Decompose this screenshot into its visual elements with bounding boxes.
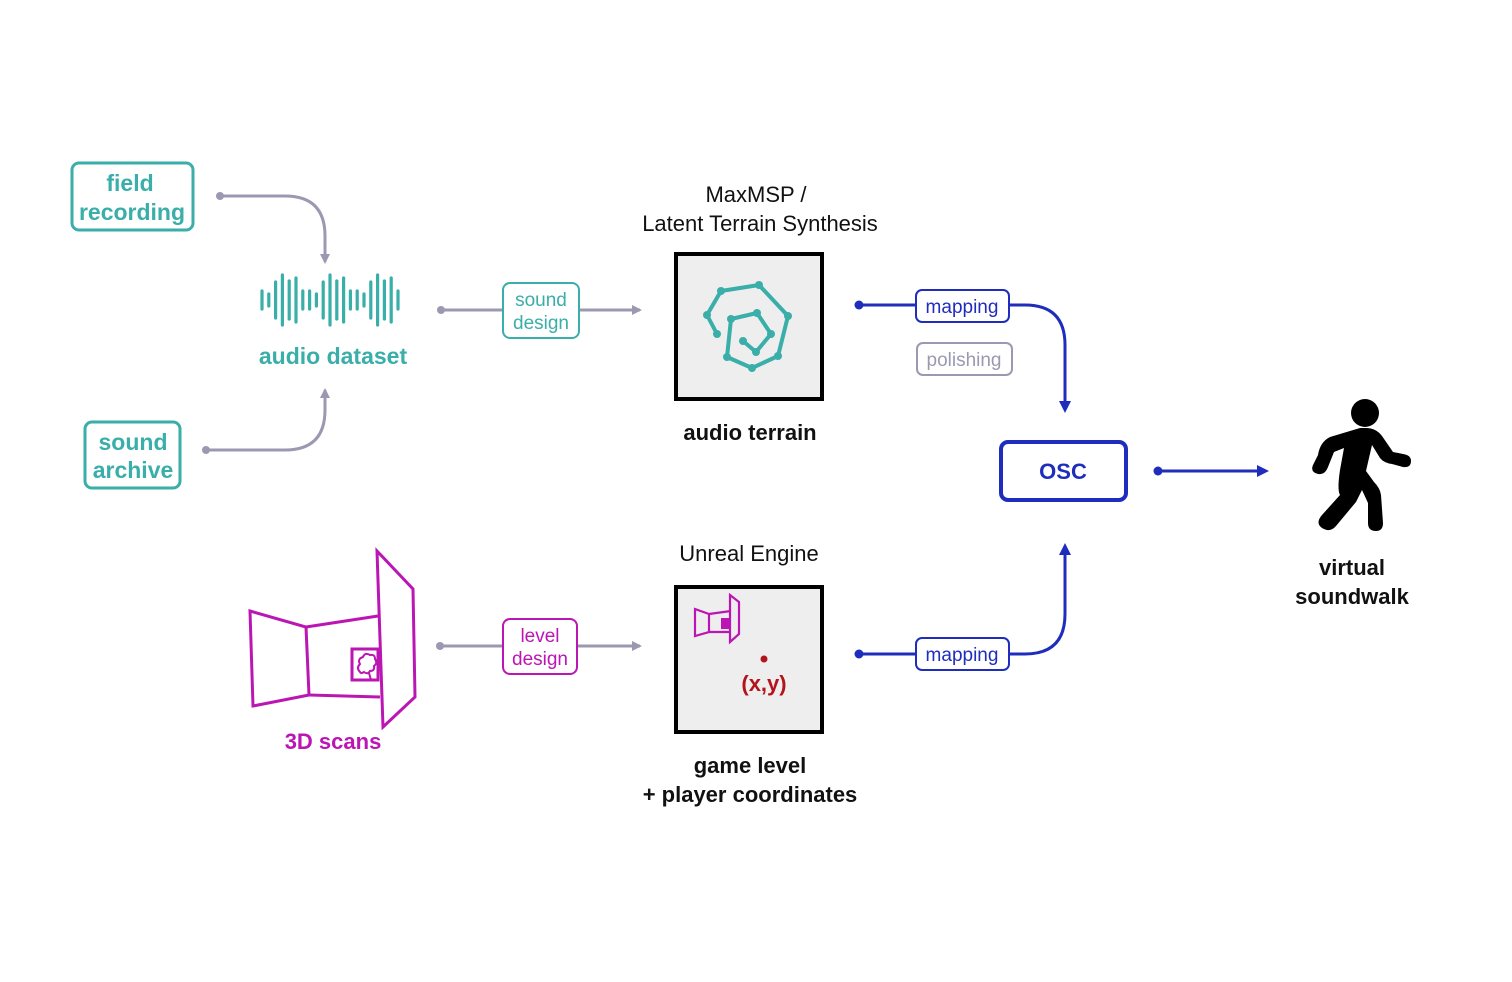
field-recording-node: field recording [70,161,195,232]
spiral-node [774,352,782,360]
osc-node: OSC [999,440,1128,502]
connector-osc-to-soundwalk [1153,465,1269,477]
audio-terrain-node [674,252,824,401]
audio-terrain-label: audio terrain [683,420,816,445]
field-recording-label-1: field [106,170,153,196]
sound-archive-label-1: sound [99,429,168,455]
soundwalk-label-1: virtual [1319,555,1385,580]
sound-archive-node: sound archive [83,420,182,490]
spiral-node [755,281,763,289]
osc-label: OSC [1039,459,1087,484]
connector-scans-to-level [436,641,642,651]
spiral-node [748,364,756,372]
polishing-label: polishing [927,350,1002,371]
game-level-node: (x,y) [674,585,824,734]
player-position-dot [760,655,768,663]
spiral-node [752,348,760,356]
audio-dataset-label: audio dataset [259,343,408,369]
3d-scans-label: 3D scans [285,729,382,754]
spiral-node [767,330,775,338]
game-level-label-1: game level [694,753,807,778]
mapping-top-label: mapping [926,297,999,318]
sound-archive-label-2: archive [93,457,174,483]
connector-field-to-dataset [216,192,330,264]
spiral-node [713,330,721,338]
mapping-top-edge-label: mapping [915,289,1010,323]
spiral-node [784,312,792,320]
maxmsp-tool-label-2: Latent Terrain Synthesis [642,211,878,236]
soundwalk-label-2: soundwalk [1295,584,1409,609]
spiral-node [717,287,725,295]
spiral-node [753,309,761,317]
sound-design-edge-label: sound design [502,282,580,339]
sound-design-label-2: design [513,313,569,334]
connector-dataset-to-terrain [437,305,642,315]
connector-archive-to-dataset [202,388,330,454]
mapping-bottom-label: mapping [926,645,999,666]
level-design-label-2: design [512,649,568,670]
sound-design-label-1: sound [515,290,567,311]
game-level-label-2: + player coordinates [643,782,858,807]
maxmsp-tool-label-1: MaxMSP / [705,182,807,207]
terrain-spiral-icon [703,281,792,372]
spiral-node [727,315,735,323]
field-recording-label-2: recording [79,199,185,225]
spiral-node [723,353,731,361]
connector-level-to-osc [854,543,1071,659]
walking-person-icon [1312,399,1411,531]
polishing-edge-label: polishing [916,342,1013,376]
level-design-label-1: level [520,626,559,647]
spiral-node [703,311,711,319]
connector-terrain-to-osc [854,300,1071,413]
3d-room-scan-icon [248,547,417,731]
player-coords-label: (x,y) [741,671,786,696]
unreal-engine-tool-label: Unreal Engine [679,541,818,566]
level-design-edge-label: level design [502,618,578,675]
mapping-bottom-edge-label: mapping [915,637,1010,671]
waveform-icon [260,273,400,327]
spiral-node [739,337,747,345]
mini-scan-icon [693,592,741,645]
